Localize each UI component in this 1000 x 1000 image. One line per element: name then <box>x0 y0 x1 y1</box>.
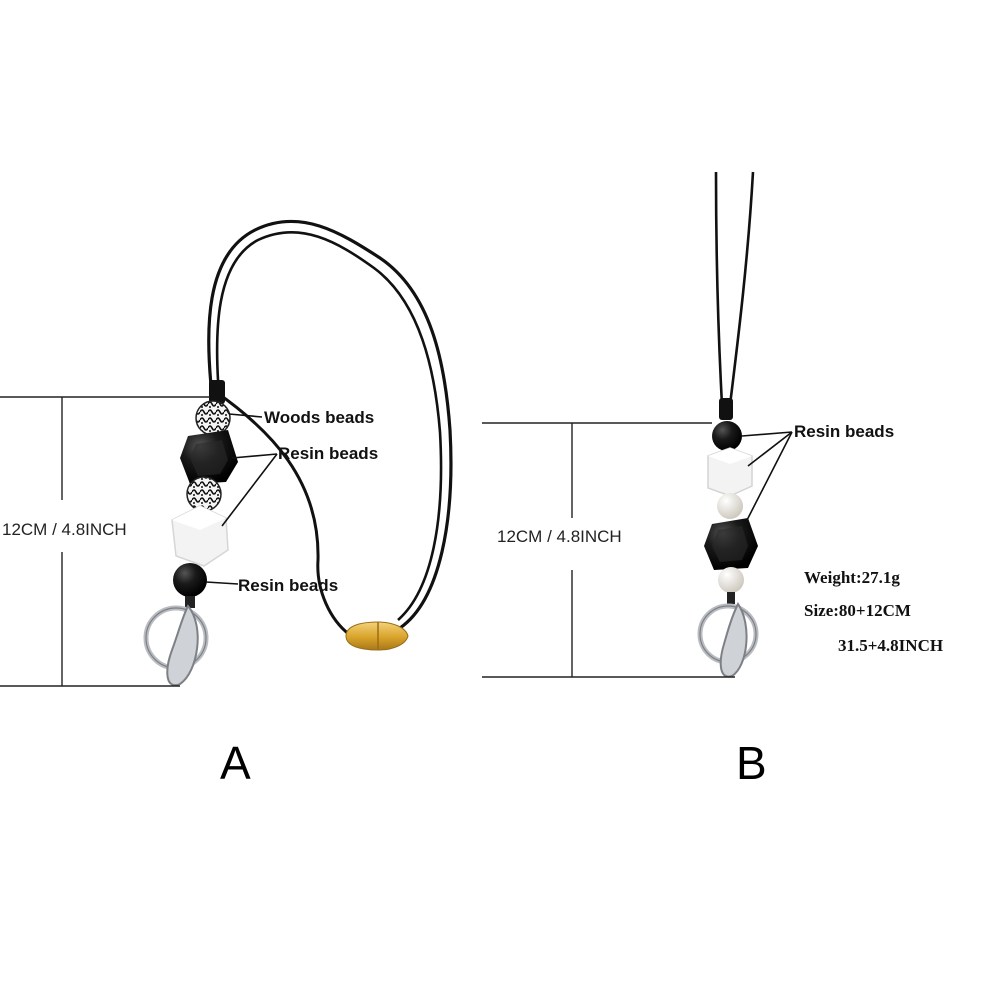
black-round-bead-a <box>173 563 207 597</box>
label-resin-beads-a-bottom: Resin beads <box>238 576 339 595</box>
key-ring-icon <box>143 604 209 687</box>
wood-bead-middle <box>186 476 222 512</box>
dimension-a: 12CM / 4.8INCH <box>2 520 127 539</box>
cord-a-lower <box>215 390 351 637</box>
spec-size-inch: 31.5+4.8INCH <box>838 636 944 655</box>
magnetic-clasp-icon <box>345 621 409 651</box>
lanyard-b-icon <box>482 171 793 678</box>
label-woods-beads: Woods beads <box>264 408 375 427</box>
cord-b-right <box>728 171 755 406</box>
label-resin-beads-b: Resin beads <box>794 422 895 441</box>
white-cube-bead-b <box>707 447 753 497</box>
label-resin-beads-a-top: Resin beads <box>278 444 379 463</box>
cord-b-left <box>714 171 724 406</box>
cord-a <box>207 219 453 630</box>
black-faceted-bead-a <box>180 430 238 484</box>
pearl-bead-b-bottom <box>718 567 744 593</box>
panel-letter-a: A <box>220 737 251 789</box>
black-round-bead-b-top <box>712 421 742 451</box>
white-cube-bead-a <box>171 505 229 567</box>
key-ring-b-icon <box>697 602 759 678</box>
panel-letter-b: B <box>736 737 767 789</box>
lanyard-a-icon <box>0 219 453 687</box>
wood-bead-top <box>195 400 231 436</box>
spec-weight: Weight:27.1g <box>804 568 900 587</box>
pearl-bead-b-top <box>717 493 743 519</box>
black-faceted-bead-b <box>704 518 758 570</box>
dimension-b: 12CM / 4.8INCH <box>497 527 622 546</box>
cord-a-inner <box>215 230 443 621</box>
spec-size: Size:80+12CM <box>804 601 911 620</box>
